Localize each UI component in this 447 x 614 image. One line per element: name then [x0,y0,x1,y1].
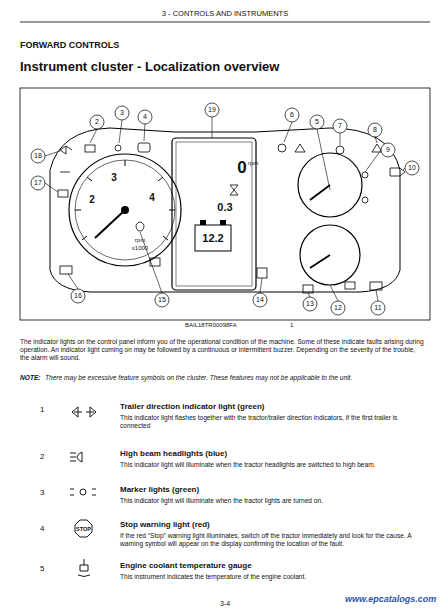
callout-number: 11 [374,304,381,312]
callout-number: 15 [158,296,166,304]
display-value: 12.2 [202,232,223,245]
display-value: 0.3 [217,201,232,214]
callout-number: 18 [34,152,42,160]
item-number: 1 [40,405,44,414]
callout-number: 5 [315,118,319,126]
gauge-unit: rpm [135,237,145,244]
gauge-scale: 4 [149,192,155,204]
item-number: 5 [40,564,44,573]
item-number: 2 [40,452,44,461]
item-heading: Engine coolant temperature gauge [120,561,252,570]
callout-number: 19 [208,106,216,114]
callout-number: 16 [74,292,82,300]
callout-number: 13 [306,300,314,308]
item-text: This indicator light flashes together wi… [120,414,420,430]
figure-id: BAIL18TR00098FA [185,322,237,329]
callout-number: 2 [95,118,99,126]
section-heading: FORWARD CONTROLS [20,40,119,50]
callout-number: 7 [338,122,342,130]
watermark: www.epcatalogs.com [345,594,436,604]
page-header: 3 - CONTROLS AND INSTRUMENTS [162,10,288,19]
item-heading: Trailer direction indicator light (green… [120,402,264,411]
callout-number: 6 [290,111,294,119]
callout-number: 17 [34,179,42,187]
figure-number: 1 [290,322,293,329]
section-title: Instrument cluster - Localization overvi… [20,60,279,75]
note-text: There may be excessive feature symbols o… [45,374,425,382]
callout-number: 14 [256,296,264,304]
item-number: 3 [40,488,44,497]
callout-number: 8 [373,126,377,134]
item-text: This instrument indicates the temperatur… [120,573,420,581]
icon-text: STOP [76,525,91,531]
item-text: If the red “Stop” warning light illumina… [120,532,420,548]
callout-number: 3 [120,109,124,117]
gauge-unit: x1000 [132,245,148,252]
item-text: This indicator light will illuminate whe… [120,497,420,505]
gauge-scale: 2 [89,194,95,206]
callout-number: 4 [143,113,147,121]
item-number: 4 [40,524,44,533]
item-heading: Stop warning light (red) [120,520,210,529]
display-value: 0 [237,158,246,178]
callout-number: 9 [386,146,390,154]
note-label: NOTE: [20,374,41,382]
gauge-scale: 3 [111,172,117,184]
page-number: 3-4 [220,600,230,608]
callout-number: 10 [408,164,416,172]
body-text: The indicator lights on the control pane… [20,338,425,363]
callout-number: 12 [334,304,342,312]
item-text: This indicator light will illuminate whe… [120,461,420,469]
item-heading: Marker lights (green) [120,485,199,494]
display-unit: rpm [248,160,258,167]
item-heading: High beam headlights (blue) [120,449,227,458]
